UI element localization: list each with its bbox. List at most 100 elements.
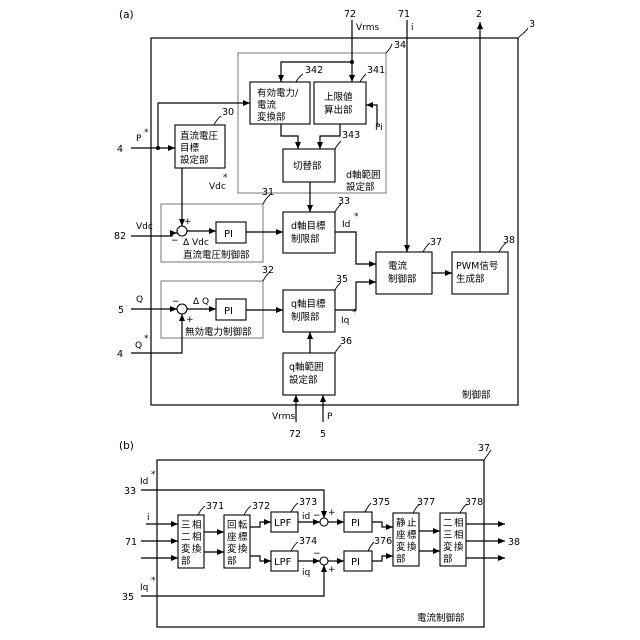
dtl-line2: 制限部 xyxy=(291,233,320,245)
current-control-box xyxy=(376,252,432,294)
wire-372-lpf-d xyxy=(250,522,271,527)
current-controller-ref: 37 xyxy=(478,443,490,454)
sig-vrms-top: Vrms xyxy=(356,23,379,33)
q-axis-target-limit-box xyxy=(283,290,335,332)
leader-343 xyxy=(335,141,341,149)
b372-c2: 座 xyxy=(227,531,237,543)
cc-line2: 制御部 xyxy=(388,273,417,285)
b372-c0: 回 xyxy=(227,520,237,531)
qtl-ref: 35 xyxy=(336,274,348,285)
rpc-minus: − xyxy=(172,297,180,307)
leader-342 xyxy=(296,74,303,82)
leader-30 xyxy=(214,116,221,125)
ref-b-71: 71 xyxy=(125,537,137,548)
dvc-pi-label: PI xyxy=(224,229,233,240)
sig-b-i: i xyxy=(147,513,150,523)
pwm-line2: 生成部 xyxy=(456,273,485,285)
dvc-plus: + xyxy=(184,217,192,227)
dvt-line3: 設定部 xyxy=(180,154,209,166)
sig-id-star: Id xyxy=(342,220,350,230)
sig-b-iq: iq xyxy=(302,568,310,578)
sig-vdc-star: Vdc xyxy=(209,182,226,192)
switching-name: 切替部 xyxy=(293,160,322,172)
b371-c3: 相 xyxy=(192,531,202,543)
b372-ref: 372 xyxy=(252,501,270,512)
b372-c1: 転 xyxy=(238,520,248,531)
sig-b-iq-star-mark: * xyxy=(151,576,156,586)
sum-d-plus: + xyxy=(328,508,336,518)
qrs-ref: 36 xyxy=(340,336,352,347)
sig-id-star-mark: * xyxy=(354,212,359,222)
b372-c5: 換 xyxy=(238,543,248,555)
sig-pi: Pi xyxy=(375,123,383,133)
dvc-delta: Δ Vdc xyxy=(183,238,209,248)
leader-371 xyxy=(198,506,205,515)
dvc-ref: 31 xyxy=(262,187,274,198)
dtl-ref: 33 xyxy=(338,196,350,207)
qrs-line2: 設定部 xyxy=(289,374,318,386)
b378-c2: 三 xyxy=(443,530,453,541)
fig-a-label: (a) xyxy=(119,9,134,21)
ref-5a: 5 xyxy=(118,305,124,316)
wire-pi-q-377 xyxy=(372,556,393,561)
b378-ref: 378 xyxy=(465,497,483,508)
sig-p-star: P xyxy=(136,134,142,144)
wire-id-star xyxy=(335,232,376,264)
apc-line2: 電流 xyxy=(257,99,277,111)
ref-82: 82 xyxy=(114,231,126,242)
sig-i-top: i xyxy=(411,23,414,33)
b372-c3: 標 xyxy=(238,531,248,543)
upper-limit-box xyxy=(314,82,366,124)
b372-c6: 部 xyxy=(227,555,237,567)
ref-b-35: 35 xyxy=(122,592,134,603)
b377-c4: 変 xyxy=(396,541,406,553)
qtl-line2: 制限部 xyxy=(291,311,320,323)
b377-c3: 標 xyxy=(407,529,417,541)
switching-ref: 343 xyxy=(342,130,360,141)
pi-q-label: PI xyxy=(351,557,360,568)
ref-4a: 4 xyxy=(117,144,123,155)
cc-ref: 37 xyxy=(430,237,442,248)
sig-b-id-star-mark: * xyxy=(151,470,156,480)
ref-72top: 72 xyxy=(344,9,356,20)
sig-iq-star: Iq xyxy=(341,316,349,326)
rpc-ref: 32 xyxy=(262,265,274,276)
b378-c4: 変 xyxy=(443,541,453,553)
pwm-line1: PWM信号 xyxy=(456,260,498,272)
leader-34 xyxy=(386,44,392,53)
wire-372-lpf-q xyxy=(250,556,271,561)
lpf-q-ref: 374 xyxy=(299,536,317,547)
b371-c0: 三 xyxy=(181,520,191,531)
sum-d-minus: − xyxy=(313,511,321,521)
ref-72bot: 72 xyxy=(289,429,301,440)
pi-q-ref: 376 xyxy=(374,536,392,547)
leader-341 xyxy=(360,74,366,82)
sig-b-id-star: Id xyxy=(140,477,148,487)
dvt-line2: 目標 xyxy=(180,142,200,154)
dvt-ref: 30 xyxy=(222,107,234,118)
sum-q xyxy=(320,557,328,565)
ulc-line2: 算出部 xyxy=(324,104,353,116)
d-axis-range-line2: 設定部 xyxy=(346,181,375,193)
dtl-line1: d軸目標 xyxy=(291,220,326,232)
rpc-delta: Δ Q xyxy=(193,297,209,307)
wire-342-to-343 xyxy=(281,124,298,149)
pi-d-ref: 375 xyxy=(372,497,390,508)
rpc-name: 無効電力制御部 xyxy=(185,326,252,338)
fig-b-label: (b) xyxy=(119,440,134,452)
leader-375 xyxy=(365,503,371,512)
lpf-d-label: LPF xyxy=(274,518,292,529)
cc-line1: 電流 xyxy=(388,260,408,272)
sig-b-id: id xyxy=(302,512,310,522)
sig-p-star-mark: * xyxy=(144,128,149,138)
dvc-minus: − xyxy=(171,236,179,246)
sig-b-iq-star: Iq xyxy=(140,583,148,593)
b377-ref: 377 xyxy=(417,497,435,508)
apc-line3: 変換部 xyxy=(257,111,286,123)
b378-c3: 相 xyxy=(454,529,464,541)
b371-c6: 部 xyxy=(181,555,191,567)
qrs-line1: q軸範囲 xyxy=(289,361,324,373)
sig-iq-star-mark: * xyxy=(352,308,357,318)
ref-b-33: 33 xyxy=(124,486,136,497)
